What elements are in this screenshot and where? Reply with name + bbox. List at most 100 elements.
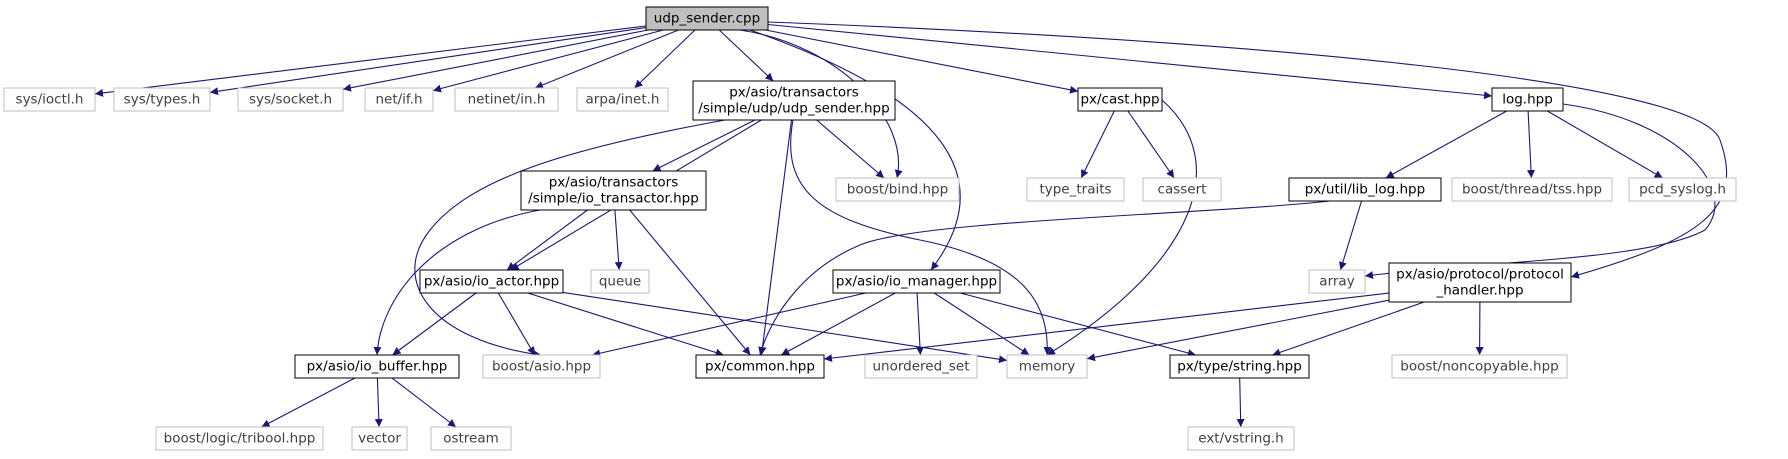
node-cast[interactable]: px/cast.hpp: [1077, 87, 1163, 112]
node-label: boost/logic/tribool.hpp: [164, 431, 316, 447]
edge-io_transactor-to-queue: [614, 209, 623, 271]
edge-root-to-protocol_handler: [767, 21, 1728, 279]
node-log[interactable]: log.hpp: [1491, 87, 1564, 112]
node-label: sys/ioctl.h: [16, 92, 84, 108]
node-box: [864, 354, 978, 379]
edge-udp_sender_hpp-to-common: [758, 119, 793, 356]
edge-root-to-log: [767, 23, 1493, 100]
node-label: sys/types.h: [124, 92, 201, 108]
node-box: [832, 269, 1001, 294]
node-box: [294, 354, 460, 379]
node-tribool: boost/logic/tribool.hpp: [155, 426, 324, 451]
node-protocol-handler[interactable]: px/asio/protocol/protocol_handler.hpp: [1388, 262, 1572, 303]
edge-cast-to-cassert: [1127, 110, 1175, 179]
node-box: [835, 177, 960, 202]
node-netinet: netinet/in.h: [454, 87, 559, 112]
node-label: boost/thread/tss.hpp: [1462, 182, 1602, 198]
node-label: unordered_set: [872, 359, 969, 375]
node-unordered-set: unordered_set: [864, 354, 978, 379]
edge-io_buffer-to-vector: [374, 377, 383, 428]
node-label: px/asio/io_buffer.hpp: [307, 359, 448, 375]
edge-udp_sender_hpp-to-boost_asio: [414, 119, 726, 358]
node-box: [1308, 269, 1366, 294]
edge-log-to-pcd_syslog: [1547, 110, 1663, 179]
edge-io_transactor-to-io_buffer: [373, 209, 541, 356]
edge-protocol_handler-to-common: [823, 292, 1390, 363]
node-tss: boost/thread/tss.hpp: [1451, 177, 1613, 202]
node-box: [520, 170, 707, 211]
edge-root-to-socket: [342, 29, 649, 92]
node-label: sys/socket.h: [249, 92, 332, 108]
edge-lib_log-to-array: [1339, 200, 1363, 271]
node-box: [113, 87, 211, 112]
node-io-buffer[interactable]: px/asio/io_buffer.hpp: [294, 354, 460, 379]
node-root[interactable]: udp_sender.cpp: [645, 6, 769, 31]
node-label: memory: [1019, 359, 1075, 375]
edge-io_manager-to-common: [780, 292, 896, 356]
node-label: boost/bind.hpp: [847, 182, 948, 198]
node-box: [1169, 354, 1310, 379]
node-io-manager[interactable]: px/asio/io_manager.hpp: [832, 269, 1001, 294]
edge-root-to-netinet: [534, 29, 679, 89]
edge-io_actor-to-memory: [562, 291, 1008, 364]
node-box: [364, 87, 434, 112]
node-boost-bind: boost/bind.hpp: [835, 177, 960, 202]
edge-root-to-netif: [432, 29, 664, 93]
edge-io_manager-to-unordered_set: [915, 292, 924, 356]
node-box: [1288, 177, 1442, 202]
node-box: [645, 6, 769, 31]
node-label: boost/noncopyable.hpp: [1400, 359, 1558, 375]
node-io-transactor[interactable]: px/asio/transactors/simple/io_transactor…: [520, 170, 707, 211]
edge-log-to-tss: [1527, 110, 1536, 179]
edge-protocol_handler-to-string: [1272, 301, 1425, 357]
node-pcd-syslog: pcd_syslog.h: [1628, 177, 1737, 202]
node-box: [695, 354, 825, 379]
nodes: udp_sender.cpp sys/ioctl.h sys/types.h sys/…: [3, 6, 1737, 451]
node-label: px/asio/protocol/protocol: [1396, 267, 1564, 283]
node-box: [1451, 177, 1613, 202]
node-cassert: cassert: [1142, 177, 1222, 202]
node-label: udp_sender.cpp: [654, 11, 760, 27]
node-box: [1388, 262, 1572, 303]
node-noncopyable: boost/noncopyable.hpp: [1391, 354, 1568, 379]
node-box: [482, 354, 601, 379]
node-label: px/cast.hpp: [1080, 92, 1159, 108]
node-label: arpa/inet.h: [586, 92, 660, 108]
edge-io_actor-to-common: [527, 292, 724, 357]
node-queue: queue: [590, 269, 650, 294]
node-box: [237, 87, 344, 112]
node-label: array: [1319, 274, 1354, 290]
node-io-actor[interactable]: px/asio/io_actor.hpp: [419, 269, 564, 294]
node-socket: sys/socket.h: [237, 87, 344, 112]
node-type-traits: type_traits: [1026, 177, 1125, 202]
node-box: [1187, 426, 1295, 451]
node-memory: memory: [1006, 354, 1088, 379]
node-string[interactable]: px/type/string.hpp: [1169, 354, 1310, 379]
edge-root-to-io_manager: [749, 29, 961, 271]
node-common[interactable]: px/common.hpp: [695, 354, 825, 379]
edge-cast-to-type_traits: [1080, 110, 1115, 179]
edge-io_manager-to-memory: [933, 292, 1030, 356]
node-label: vector: [358, 431, 401, 447]
node-label: type_traits: [1039, 182, 1111, 198]
node-box: [590, 269, 650, 294]
node-udp-sender-hpp[interactable]: px/asio/transactors/simple/udp/udp_sende…: [692, 80, 896, 121]
node-box: [1628, 177, 1737, 202]
node-lib-log[interactable]: px/util/lib_log.hpp: [1288, 177, 1442, 202]
edge-protocol_handler-to-memory: [1086, 299, 1390, 362]
edge-root-to-cast: [765, 29, 1079, 94]
node-vstring: ext/vstring.h: [1187, 426, 1295, 451]
node-label: log.hpp: [1502, 92, 1553, 108]
edge-io_manager-to-boost_asio: [592, 292, 866, 358]
node-box: [1006, 354, 1088, 379]
edge-io_actor-to-boost_asio: [497, 292, 536, 356]
node-label: px/type/string.hpp: [1177, 359, 1302, 375]
node-label: _handler.hpp: [1435, 283, 1523, 299]
edge-lib_log-to-common: [758, 200, 1331, 356]
node-box: [1142, 177, 1222, 202]
node-box: [1491, 87, 1564, 112]
node-label: /simple/udp/udp_sender.hpp: [698, 101, 889, 117]
node-box: [351, 426, 408, 451]
edge-cast-to-memory: [1046, 99, 1197, 356]
